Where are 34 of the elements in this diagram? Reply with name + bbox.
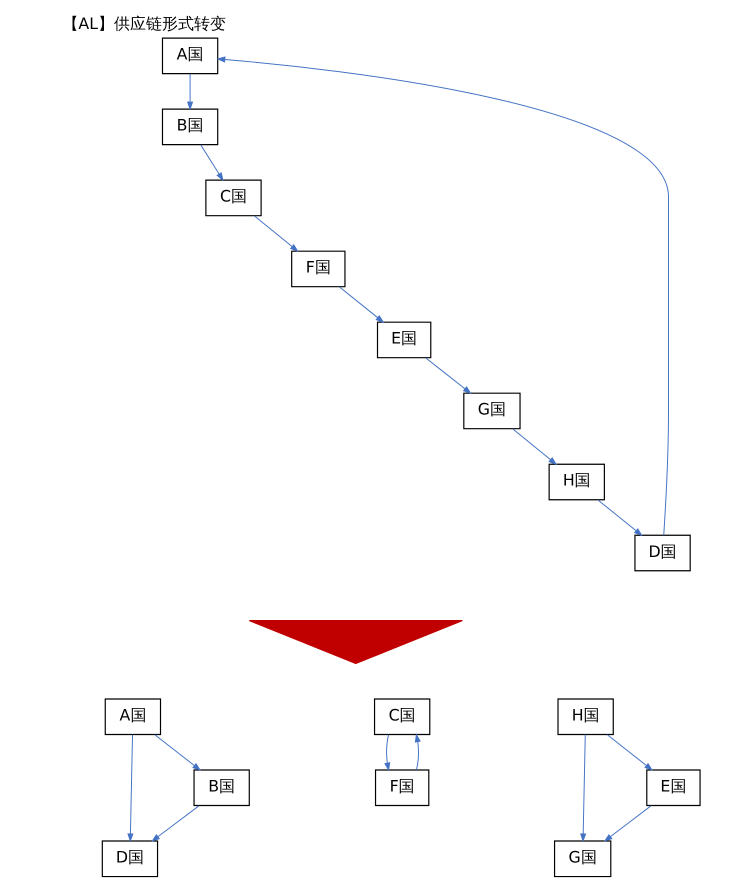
node-box: C国 — [374, 698, 430, 736]
node-box: B国 — [193, 769, 250, 806]
arrow — [414, 733, 421, 770]
arrow — [580, 734, 586, 842]
node-box: A国 — [104, 698, 162, 736]
node-box: G国 — [554, 840, 612, 878]
arrow — [512, 428, 558, 466]
node-box: H国 — [548, 464, 605, 500]
arrow — [384, 734, 390, 772]
arrow — [151, 805, 200, 842]
arrow — [254, 215, 299, 252]
arrow — [604, 805, 652, 842]
node-box: H国 — [557, 698, 614, 736]
node-box: G国 — [463, 392, 521, 430]
arrow — [339, 286, 384, 324]
arrow — [425, 358, 472, 394]
node-arrow — [248, 620, 463, 664]
node-box: F国 — [291, 250, 346, 288]
node-box: F国 — [374, 769, 430, 806]
arrow — [154, 734, 202, 771]
arrow — [127, 734, 134, 842]
arrow — [216, 56, 669, 536]
node-box: E国 — [376, 322, 432, 358]
node-box: A国 — [162, 38, 218, 74]
diagram-title: 【AL】供应链形式转变 — [62, 14, 226, 34]
arrow — [186, 73, 194, 111]
node-box: E国 — [646, 769, 701, 806]
arrow — [606, 734, 654, 771]
arrow — [597, 500, 643, 536]
node-box: D国 — [102, 840, 158, 878]
node-box: B国 — [162, 108, 218, 146]
node-box: C国 — [205, 180, 262, 216]
arrow — [200, 144, 224, 182]
node-box: D国 — [634, 534, 691, 572]
